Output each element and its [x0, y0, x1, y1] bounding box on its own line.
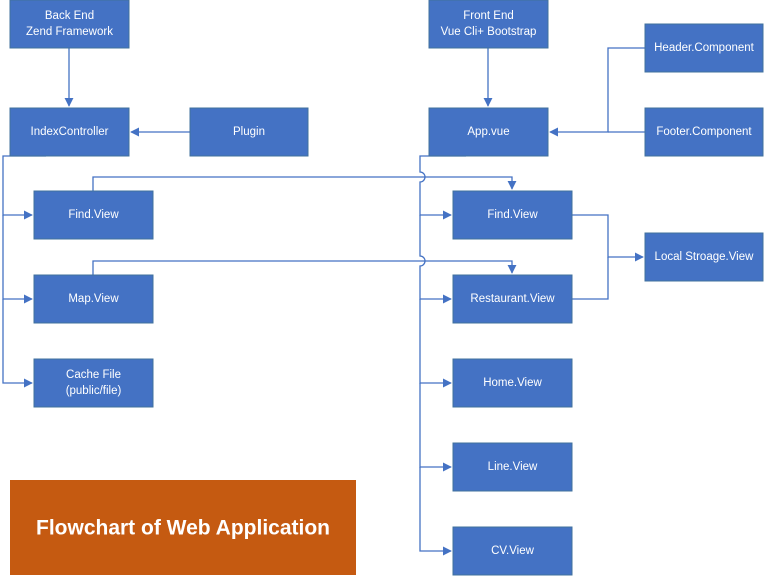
node-box [33, 358, 154, 408]
node-label: Cache File [66, 369, 121, 381]
node-label: Local Stroage.View [655, 251, 755, 263]
node-box [189, 107, 309, 157]
connector-index-controller-to-cache-file [2, 299, 33, 388]
node-label: Header.Component [654, 42, 755, 54]
connector-index-controller-to-be-map-view [2, 215, 33, 304]
node-label: Home.View [483, 377, 542, 389]
node-box [428, 0, 549, 49]
node-box [33, 274, 154, 324]
node-label: Footer.Component [656, 126, 752, 138]
node-label: IndexController [31, 126, 109, 138]
node-label: Find.View [487, 209, 538, 221]
node-box [452, 190, 573, 240]
node-label: Restaurant.View [470, 293, 555, 305]
node-box [452, 358, 573, 408]
node-box [9, 0, 130, 49]
node-be-map-view: Map.View [33, 274, 154, 324]
connector-app-vue-to-fe-line-view [419, 383, 452, 472]
node-label: App.vue [467, 126, 509, 138]
node-label: Front End [463, 10, 514, 22]
node-label: Back End [45, 10, 94, 22]
connector-fe-find-view-to-local-storage-view [572, 214, 644, 262]
node-box [33, 190, 154, 240]
title-banner: Flowchart of Web Application [10, 480, 356, 575]
node-local-storage-view: Local Stroage.View [644, 232, 764, 282]
connector-app-vue-to-fe-restaurant-view [419, 215, 452, 304]
node-index-controller: IndexController [9, 107, 130, 157]
node-box [452, 526, 573, 576]
node-header-component: Header.Component [644, 23, 764, 73]
node-label: (public/file) [66, 385, 122, 397]
connector-be-find-view-to-fe-find-view [92, 176, 517, 191]
node-fe-home-view: Home.View [452, 358, 573, 408]
node-label: Map.View [68, 293, 119, 305]
node-label: Plugin [233, 126, 265, 138]
connector-app-vue-to-fe-home-view [419, 299, 452, 388]
node-fe-line-view: Line.View [452, 442, 573, 492]
connector-fe-restaurant-view-to-local-storage-view [572, 257, 609, 300]
node-plugin: Plugin [189, 107, 309, 157]
node-box [644, 23, 764, 73]
node-box [644, 107, 764, 157]
node-app-vue: App.vue [428, 107, 549, 157]
node-fe-find-view: Find.View [452, 190, 573, 240]
node-cache-file: Cache File (public/file) [33, 358, 154, 408]
node-fe-cv-view: CV.View [452, 526, 573, 576]
node-label: Zend Framework [26, 26, 113, 38]
node-label: CV.View [491, 545, 535, 557]
title-text: Flowchart of Web Application [36, 517, 330, 540]
connector-be-map-view-to-fe-restaurant-view [92, 260, 517, 275]
node-box [452, 442, 573, 492]
node-be-find-view: Find.View [33, 190, 154, 240]
connector-app-vue-to-fe-cv-view [419, 467, 452, 556]
node-fe-restaurant-view: Restaurant.View [452, 274, 573, 324]
node-box [428, 107, 549, 157]
node-label: Vue Cli+ Bootstrap [441, 26, 537, 38]
node-box [9, 107, 130, 157]
node-label: Line.View [488, 461, 538, 473]
node-footer-component: Footer.Component [644, 107, 764, 157]
node-box [644, 232, 764, 282]
node-box [452, 274, 573, 324]
connector-header-component-to-app-vue [549, 47, 645, 137]
node-label: Find.View [68, 209, 119, 221]
